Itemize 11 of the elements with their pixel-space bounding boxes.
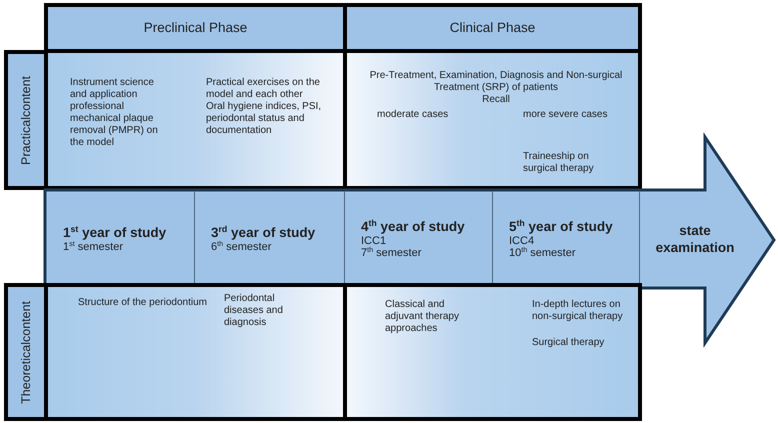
row-label: Theoreticalcontent [18, 300, 34, 404]
row-label: Practicalcontent [18, 76, 34, 164]
content-text: more severe cases [523, 109, 608, 121]
content-text: Recall [481, 94, 511, 106]
content-text: Pre-Treatment, Examination, Diagnosis and Non-surgical Treatment (SRP) of patients [368, 70, 624, 94]
phase-title: Clinical Phase [450, 20, 536, 36]
content-text: Instrument science and application professional mechanical plaque removal (PMPR) on the model [70, 77, 159, 149]
content-text: moderate cases [377, 109, 450, 121]
phase-title: Preclinical Phase [144, 20, 248, 36]
content-text: Practical exercises on the model and each other [206, 77, 321, 101]
content-text: Oral hygiene indices, PSI, periodontal status and documentation [206, 101, 322, 137]
